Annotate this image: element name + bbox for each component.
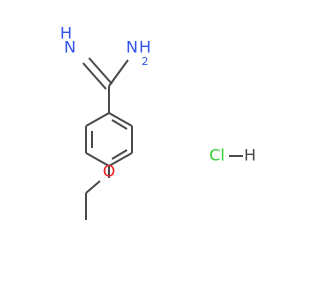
- bond-ring-1: [108, 112, 133, 127]
- bond-ring-inner-1: [111, 119, 128, 130]
- bond-ring-inner-2: [111, 149, 128, 160]
- bond-ring-6: [85, 112, 110, 127]
- structural-formula: H N N H 2 O Cl H: [60, 24, 256, 220]
- bond-ring-3: [108, 152, 133, 167]
- bond-c-n-double-2: [82, 62, 107, 90]
- amine-h-label: H: [139, 38, 151, 57]
- amine-h-subscript: 2: [142, 55, 149, 68]
- bond-o-ch2: [85, 180, 101, 194]
- chlorine-label: Cl: [209, 146, 225, 165]
- bond-c-n-double-1: [88, 57, 113, 85]
- ether-o-label: O: [103, 162, 116, 181]
- bond-ring-4: [85, 152, 110, 167]
- amine-n-label: N: [126, 38, 138, 57]
- bond-c-n-single: [108, 59, 129, 87]
- hydrogen-label: H: [244, 146, 256, 165]
- imine-h-label: H: [60, 24, 72, 43]
- imine-n-label: N: [64, 38, 76, 57]
